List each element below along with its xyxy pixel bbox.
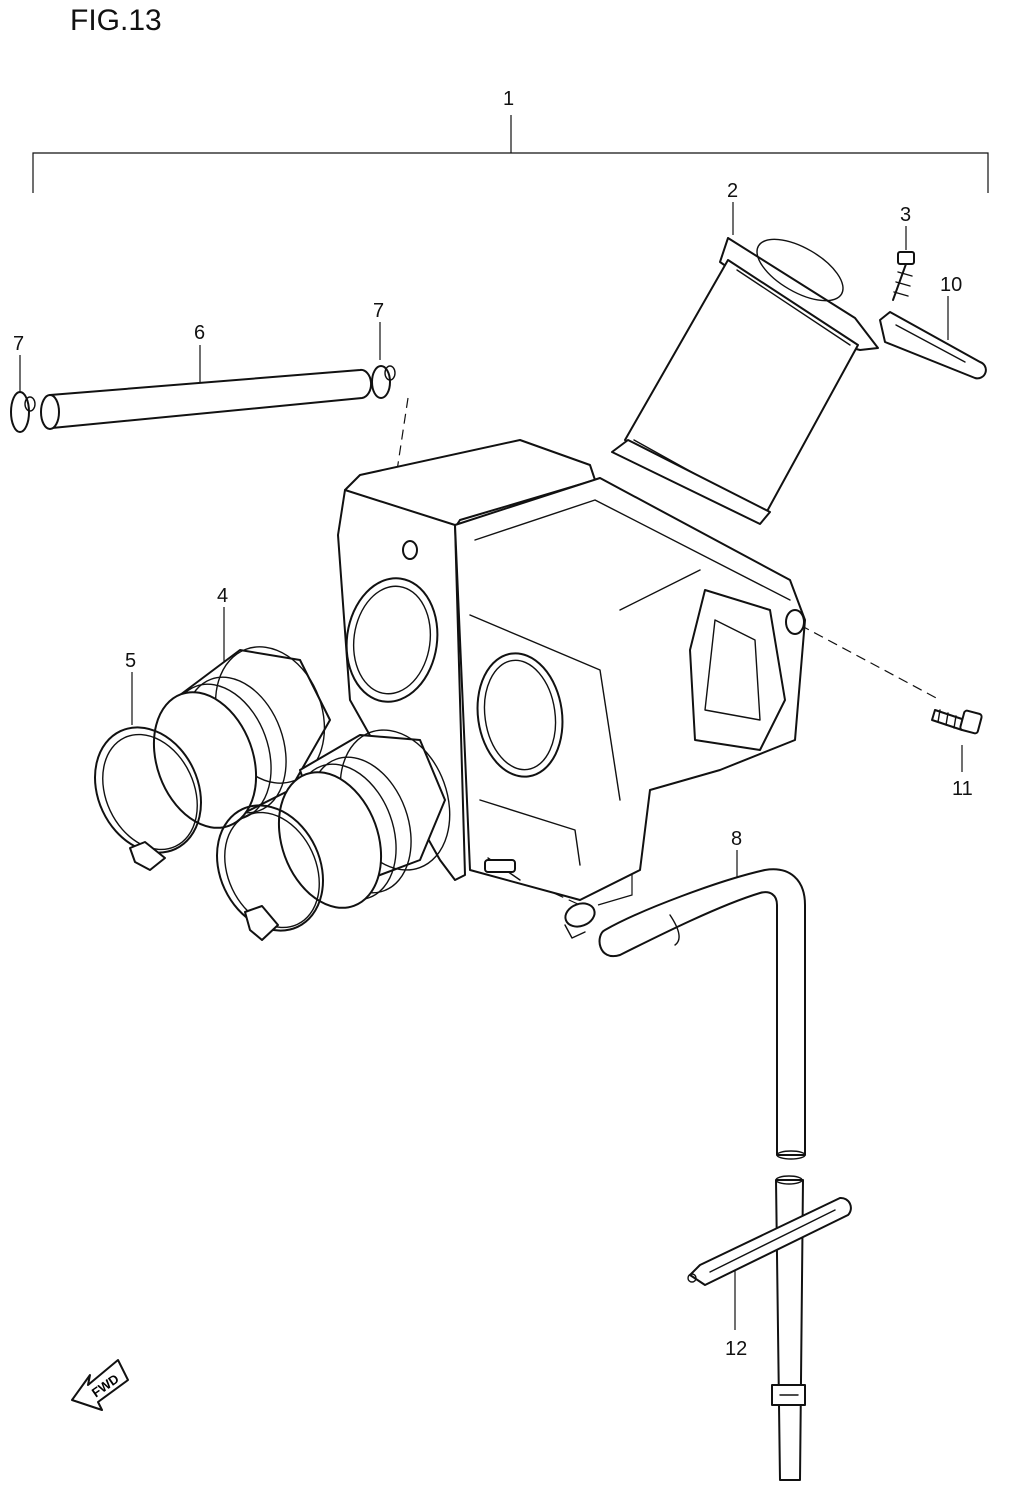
hose-clamp-left — [94, 726, 202, 871]
breather-hose — [598, 868, 806, 1160]
drain-hose-lower — [687, 1175, 852, 1481]
assembly-bracket — [32, 115, 989, 193]
callout-11: 11 — [952, 778, 973, 800]
hose-clip — [564, 902, 596, 939]
callout-2: 2 — [727, 180, 739, 202]
callout-12: 12 — [725, 1338, 748, 1360]
callout-7a: 7 — [13, 333, 25, 355]
callout-6: 6 — [194, 322, 206, 344]
callout-5a: 5 — [125, 650, 137, 672]
drain-tube — [10, 365, 396, 433]
intake-boot-left — [152, 646, 331, 829]
screw-and-bracket — [879, 251, 987, 380]
figure-title: FIG.13 — [70, 4, 162, 37]
mounting-bolt — [931, 709, 983, 735]
callout-7b: 7 — [373, 300, 385, 322]
callout-8: 8 — [731, 828, 743, 850]
callout-1: 1 — [503, 88, 515, 110]
callout-10: 10 — [940, 274, 963, 296]
callout-3: 3 — [900, 204, 912, 226]
callout-4a: 4 — [217, 585, 229, 607]
fwd-arrow-icon: FWD — [71, 1359, 129, 1411]
air-filter-element — [611, 237, 879, 525]
intake-boot-right — [277, 729, 451, 909]
hose-clamp-right — [216, 804, 324, 941]
